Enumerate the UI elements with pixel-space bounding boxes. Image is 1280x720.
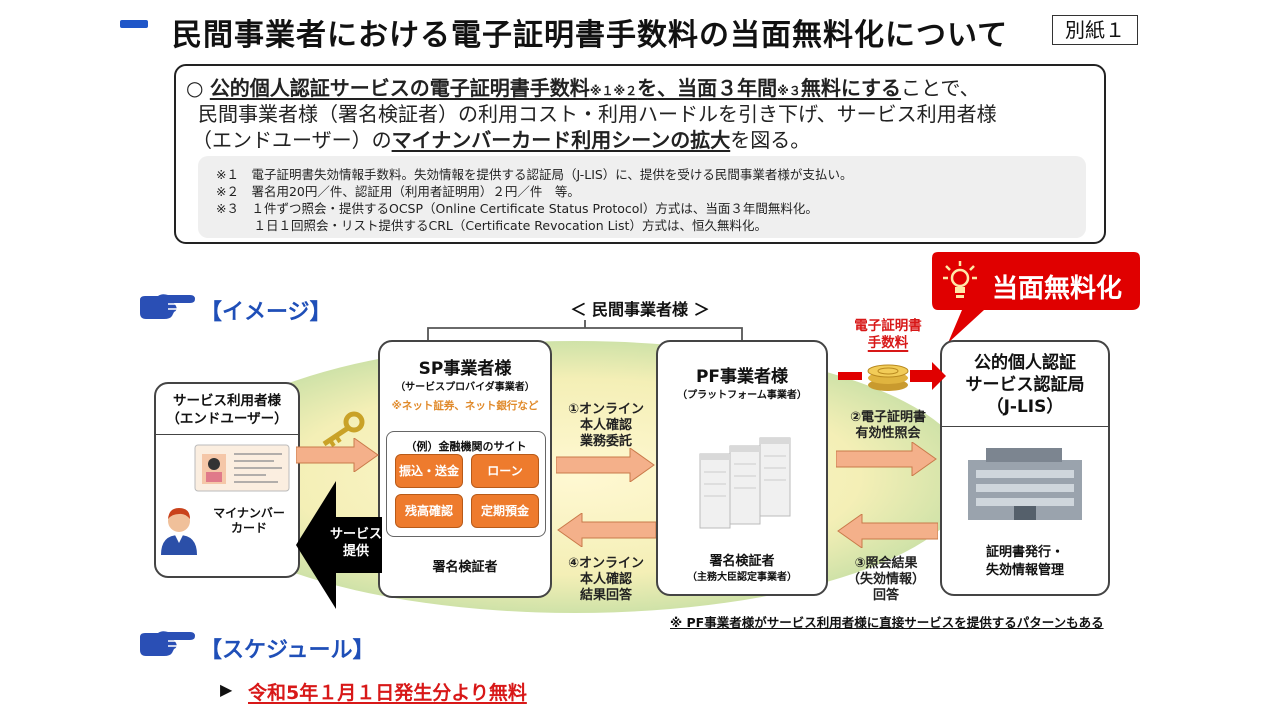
sp-provider-box: SP事業者様 （サービスプロバイダ事業者） ※ネット証券、ネット銀行など （例）… xyxy=(378,340,552,598)
end-user-title: サービス利用者様 （エンドユーザー） xyxy=(156,392,298,428)
image-section-label: 【イメージ】 xyxy=(200,300,332,325)
step4-label-1: ④オンライン xyxy=(567,556,644,571)
pf-title: PF事業者様 xyxy=(695,367,789,387)
key-icon xyxy=(322,411,365,448)
step1-arrow xyxy=(556,448,655,482)
pf-subtitle: （プラットフォーム事業者） xyxy=(677,390,807,401)
mynumber-card-label: マイナンバー カード xyxy=(204,506,294,536)
jlis-title: 公的個人認証 サービス認証局 （J-LIS） xyxy=(942,352,1108,418)
jlis-title-1: 公的個人認証 xyxy=(974,353,1076,373)
sp-role: 署名検証者 xyxy=(432,560,498,575)
coins-icon xyxy=(867,364,909,391)
free-badge xyxy=(932,252,1140,343)
step2-label: ②電子証明書 有効性照会 xyxy=(836,410,940,442)
annex-label: 別紙１ xyxy=(1052,15,1138,45)
balance-button[interactable]: 残高確認 xyxy=(395,494,463,528)
jlis-title-2: サービス認証局 xyxy=(965,375,1085,395)
sp-example: ※ネット証券、ネット銀行など xyxy=(391,400,539,412)
bullet: ○ xyxy=(186,76,204,100)
title-accent-bar xyxy=(120,20,148,28)
user-to-sp-arrow xyxy=(296,438,379,472)
end-user-divider xyxy=(156,434,298,435)
service-label-1: サービス xyxy=(329,527,382,542)
note-2: ※２ 署名用20円／件、認証用（利用者証明用）２円／件 等。 xyxy=(216,184,580,199)
summary-box: ○ 公的個人認証サービスの電子証明書手数料※１※２を、当面３年間※３無料にするこ… xyxy=(174,64,1106,244)
note-3-cont: １日１回照会・リスト提供するCRL（Certificate Revocation… xyxy=(216,218,767,233)
summary-line-2: 民間事業者様（署名検証者）の利用コスト・利用ハードルを引き下げ、サービス利用者様 xyxy=(198,102,997,126)
pointing-hand-icon xyxy=(140,294,195,319)
summary-emphasis-1: 公的個人認証サービスの電子証明書手数料 xyxy=(209,76,590,100)
step3-label-1: ③照会結果 xyxy=(854,556,918,571)
note-ref-1-2: ※１※２ xyxy=(589,84,638,98)
card-label-1: マイナンバー xyxy=(213,506,285,520)
user-person-icon xyxy=(161,508,197,555)
badge-label: 当面無料化 xyxy=(992,274,1123,304)
sp-title: SP事業者様 xyxy=(418,359,512,379)
time-deposit-button[interactable]: 定期預金 xyxy=(471,494,539,528)
jlis-role-2: 失効情報管理 xyxy=(985,563,1064,578)
notes-panel: ※１ 電子証明書失効情報手数料。失効情報を提供する認証局（J-LIS）に、提供を… xyxy=(198,156,1086,238)
bank-site-panel: （例）金融機関のサイト 振込・送金 ローン 残高確認 定期預金 xyxy=(386,431,546,537)
step4-label-2: 本人確認 xyxy=(579,572,632,587)
diagram-footnote: ※ PF事業者様がサービス利用者様に直接サービスを提供するパターンもある xyxy=(670,615,1104,630)
step3-label: ③照会結果 （失効情報） 回答 xyxy=(832,556,940,604)
step3-arrow xyxy=(837,514,938,548)
step4-label: ④オンライン 本人確認 結果回答 xyxy=(556,556,656,604)
fee-label-1: 電子証明書 xyxy=(854,318,922,334)
card-label-2: カード xyxy=(230,521,267,535)
service-arrow xyxy=(296,481,382,609)
lightbulb-icon xyxy=(943,261,977,298)
summary-text-1: ことで、 xyxy=(901,76,980,100)
step2-label-2: 有効性照会 xyxy=(855,426,921,441)
group-bracket xyxy=(427,320,743,340)
pointing-hand-icon xyxy=(140,631,195,656)
summary-text-3a: （エンドユーザー）の xyxy=(192,128,392,152)
group-label: ＜ 民間事業者様 ＞ xyxy=(570,300,710,319)
step3-label-2: （失効情報） xyxy=(846,572,925,587)
building-icon xyxy=(968,448,1082,520)
service-label-2: 提供 xyxy=(342,544,369,559)
step4-arrow xyxy=(557,513,656,547)
summary-text-3c: を図る。 xyxy=(730,128,811,152)
schedule-section-label: 【スケジュール】 xyxy=(200,638,375,663)
note-3: ※３ １件ずつ照会・提供するOCSP（Online Certificate St… xyxy=(216,201,818,216)
schedule-marker: ▶ xyxy=(220,680,233,699)
step1-label-2: 本人確認 xyxy=(579,418,632,433)
pf-role-sub: （主務大臣認定事業者） xyxy=(687,572,797,583)
step1-label: ①オンライン 本人確認 業務委託 xyxy=(556,402,656,450)
service-label: サービス 提供 xyxy=(326,526,386,560)
summary-line-1: ○ 公的個人認証サービスの電子証明書手数料※１※２を、当面３年間※３無料にするこ… xyxy=(186,72,980,101)
transfer-button[interactable]: 振込・送金 xyxy=(395,454,463,488)
step3-label-3: 回答 xyxy=(872,588,899,603)
summary-emphasis-2: を、当面３年間 xyxy=(637,76,778,100)
step4-label-3: 結果回答 xyxy=(579,588,632,603)
summary-line-3: （エンドユーザー）のマイナンバーカード利用シーンの拡大を図る。 xyxy=(192,124,810,153)
jlis-role-1: 証明書発行・ xyxy=(985,545,1064,560)
end-user-title-2: （エンドユーザー） xyxy=(166,411,288,427)
fee-payment-arrow xyxy=(838,362,946,390)
summary-emphasis-4: マイナンバーカード利用シーンの拡大 xyxy=(391,128,731,152)
jlis-title-3: （J-LIS） xyxy=(986,397,1064,417)
fee-label: 電子証明書 手数料 xyxy=(836,318,940,352)
jlis-role: 証明書発行・ 失効情報管理 xyxy=(942,544,1108,580)
bank-site-label: （例）金融機関のサイト xyxy=(405,440,527,453)
summary-emphasis-3: 無料にする xyxy=(800,76,902,100)
step2-label-1: ②電子証明書 xyxy=(849,410,926,425)
loan-button[interactable]: ローン xyxy=(471,454,539,488)
jlis-divider xyxy=(942,426,1108,427)
schedule-text: 令和5年１月１日発生分より無料 xyxy=(248,682,527,704)
fee-label-2: 手数料 xyxy=(867,335,909,351)
note-ref-3: ※３ xyxy=(777,84,801,98)
server-rack-icon xyxy=(699,437,791,529)
pf-platform-box: PF事業者様 （プラットフォーム事業者） 署名検証者 （主務大臣認定事業者） xyxy=(656,340,828,596)
step1-label-1: ①オンライン xyxy=(567,402,644,417)
step2-arrow xyxy=(836,442,937,476)
note-1: ※１ 電子証明書失効情報手数料。失効情報を提供する認証局（J-LIS）に、提供を… xyxy=(216,167,853,182)
step1-label-3: 業務委託 xyxy=(579,434,632,449)
pf-role: 署名検証者 xyxy=(709,554,775,569)
sp-subtitle: （サービスプロバイダ事業者） xyxy=(395,382,535,393)
mynumber-card-icon xyxy=(194,444,290,492)
end-user-title-1: サービス利用者様 xyxy=(173,393,281,409)
page-title: 民間事業者における電子証明書手数料の当面無料化について xyxy=(172,18,1009,53)
